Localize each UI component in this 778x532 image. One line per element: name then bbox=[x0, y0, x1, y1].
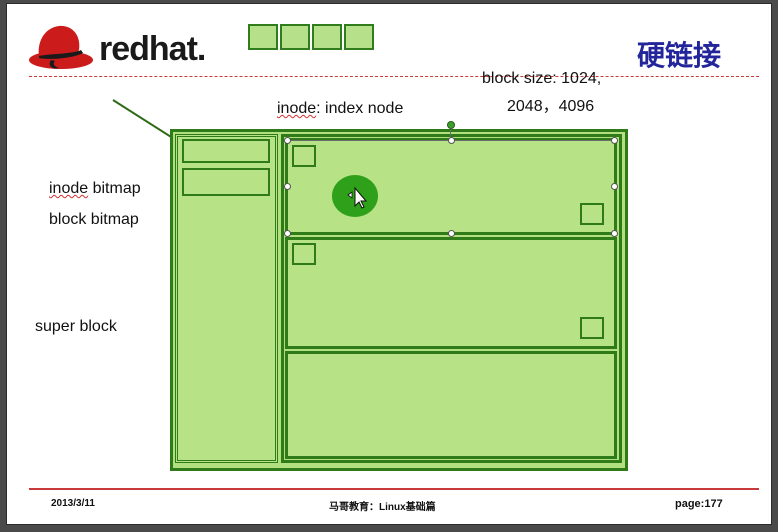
resize-handle[interactable] bbox=[448, 230, 455, 237]
slide: redhat. 硬链接 block size: 1024, 2048，4096 … bbox=[7, 4, 771, 524]
rotate-stem bbox=[450, 124, 451, 138]
block-square bbox=[292, 145, 316, 167]
block-group-3 bbox=[285, 351, 617, 459]
inode-bitmap-word: inode bbox=[49, 180, 89, 197]
block-square bbox=[580, 203, 604, 225]
block-bitmap-box bbox=[182, 168, 270, 196]
decor-square bbox=[280, 24, 310, 50]
decor-square bbox=[248, 24, 278, 50]
inode-bitmap-label: inode bitmap bbox=[49, 180, 141, 198]
redhat-logo: redhat. bbox=[27, 20, 227, 76]
slide-title: 硬链接 bbox=[637, 39, 722, 72]
resize-handle[interactable] bbox=[611, 230, 618, 237]
decor-square bbox=[312, 24, 342, 50]
inode-word: inode bbox=[277, 100, 317, 117]
footer-page: page:177 bbox=[675, 498, 723, 510]
resize-handle[interactable] bbox=[284, 137, 291, 144]
resize-handle[interactable] bbox=[611, 183, 618, 190]
block-square bbox=[292, 243, 316, 265]
rotate-handle[interactable] bbox=[447, 121, 455, 129]
logo-text: redhat. bbox=[99, 30, 206, 68]
top-divider bbox=[29, 76, 759, 78]
inode-label: inode: index node bbox=[277, 100, 403, 118]
inode-desc: : index node bbox=[316, 100, 404, 117]
footer-date: 2013/3/11 bbox=[51, 498, 95, 509]
block-square bbox=[580, 317, 604, 339]
inode-bitmap-box bbox=[182, 139, 270, 163]
resize-handle[interactable] bbox=[284, 183, 291, 190]
resize-handle[interactable] bbox=[284, 230, 291, 237]
move-cursor-icon bbox=[347, 186, 368, 209]
redhat-logo-icon bbox=[29, 25, 93, 69]
super-block-label: super block bbox=[35, 318, 117, 335]
footer-center: 马哥教育：Linux基础篇 bbox=[329, 502, 436, 513]
block-bitmap-label: block bitmap bbox=[49, 211, 139, 228]
resize-handle[interactable] bbox=[611, 137, 618, 144]
inode-bitmap-rest: bitmap bbox=[88, 180, 141, 197]
arrow-line bbox=[112, 99, 180, 143]
block-group-2 bbox=[285, 237, 617, 349]
bottom-divider bbox=[29, 488, 759, 492]
resize-handle[interactable] bbox=[448, 137, 455, 144]
block-size-line2: 2048，4096 bbox=[507, 98, 595, 115]
block-size-line1: block size: 1024, bbox=[482, 70, 602, 87]
decor-square bbox=[344, 24, 374, 50]
